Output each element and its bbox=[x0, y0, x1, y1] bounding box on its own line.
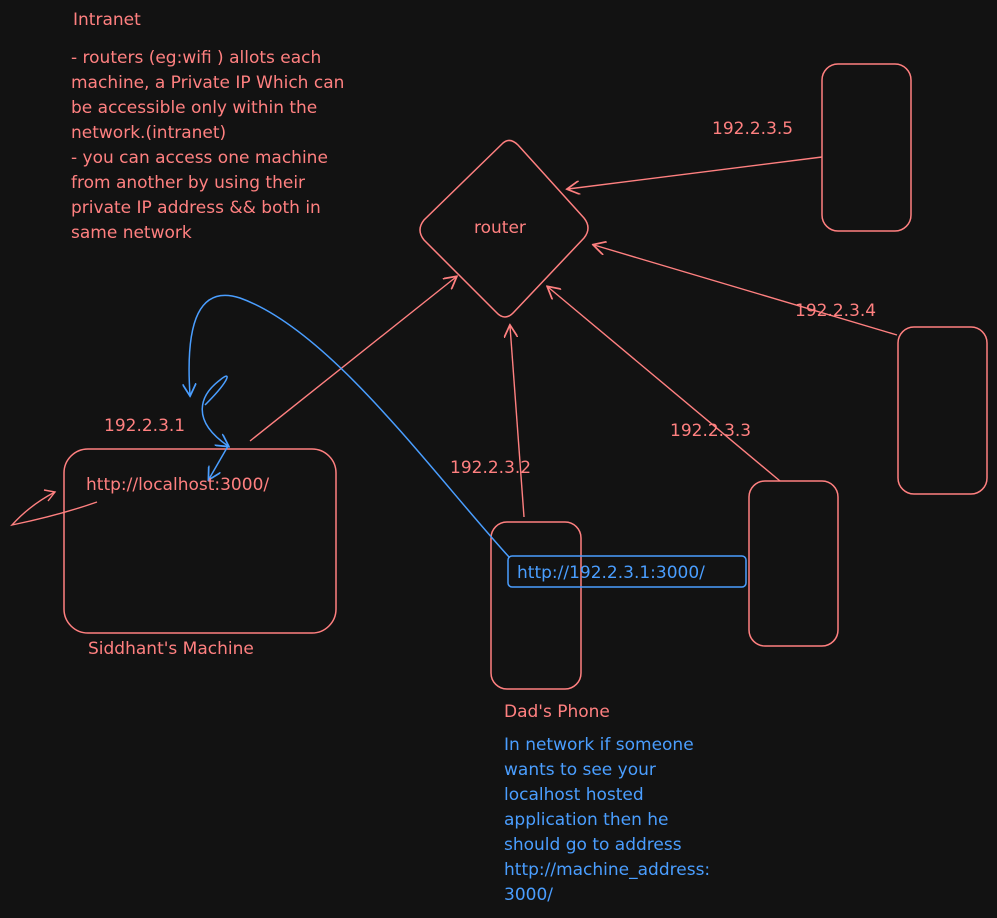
localhost-note: In network if someone wants to see your … bbox=[504, 733, 710, 908]
router-label: router bbox=[474, 218, 526, 238]
machine-url: http://localhost:3000/ bbox=[86, 475, 270, 495]
arrow-device5-to-router bbox=[568, 156, 823, 189]
phone-url-highlight bbox=[507, 555, 747, 588]
ip-label-device4: 192.2.3.4 bbox=[795, 301, 877, 321]
intranet-line: - routers (eg:wifi ) allots each bbox=[71, 48, 322, 68]
blue-request-arrow bbox=[189, 294, 510, 558]
note-line: wants to see your bbox=[504, 760, 656, 780]
machine-label: Siddhant's Machine bbox=[88, 639, 254, 659]
ip-label-device5: 192.2.3.5 bbox=[712, 119, 794, 139]
intranet-notes: - routers (eg:wifi ) allots each machine… bbox=[71, 46, 344, 246]
device-5-box bbox=[821, 63, 912, 232]
note-line: In network if someone bbox=[504, 735, 694, 755]
ip-label-machine: 192.2.3.1 bbox=[104, 416, 186, 436]
ip-label-phone: 192.2.3.2 bbox=[450, 458, 532, 478]
arrow-machine-to-router bbox=[249, 277, 456, 442]
ip-label-device3: 192.2.3.3 bbox=[670, 421, 752, 441]
phone-label: Dad's Phone bbox=[504, 702, 610, 722]
note-line: 3000/ bbox=[504, 885, 553, 905]
phone-box bbox=[490, 521, 582, 690]
machine-box bbox=[63, 448, 337, 634]
note-line: application then he bbox=[504, 810, 669, 830]
device-3-box bbox=[748, 480, 839, 647]
note-line: should go to address bbox=[504, 835, 682, 855]
intranet-line: same network bbox=[71, 223, 192, 243]
arrow-device3-to-router bbox=[548, 287, 781, 482]
router-diamond bbox=[419, 139, 589, 318]
intranet-line: machine, a Private IP Which can bbox=[71, 73, 345, 93]
scribble-arrow bbox=[10, 491, 98, 527]
intranet-line: - you can access one machine bbox=[71, 148, 328, 168]
intranet-line: network.(intranet) bbox=[71, 123, 227, 143]
intranet-line: from another by using their bbox=[71, 173, 306, 193]
note-line: localhost hosted bbox=[504, 785, 644, 805]
intranet-title: Intranet bbox=[73, 10, 141, 30]
blue-loop-arrow bbox=[201, 375, 228, 446]
arrow-phone-to-router bbox=[510, 326, 525, 518]
intranet-line: private IP address && both in bbox=[71, 198, 321, 218]
phone-url: http://192.2.3.1:3000/ bbox=[517, 563, 705, 583]
arrow-device4-to-router bbox=[594, 245, 898, 336]
intranet-line: be accessible only within the bbox=[71, 98, 318, 118]
device-4-box bbox=[897, 326, 988, 495]
blue-pointer-arrow bbox=[209, 445, 229, 479]
note-line: http://machine_address: bbox=[504, 860, 711, 880]
